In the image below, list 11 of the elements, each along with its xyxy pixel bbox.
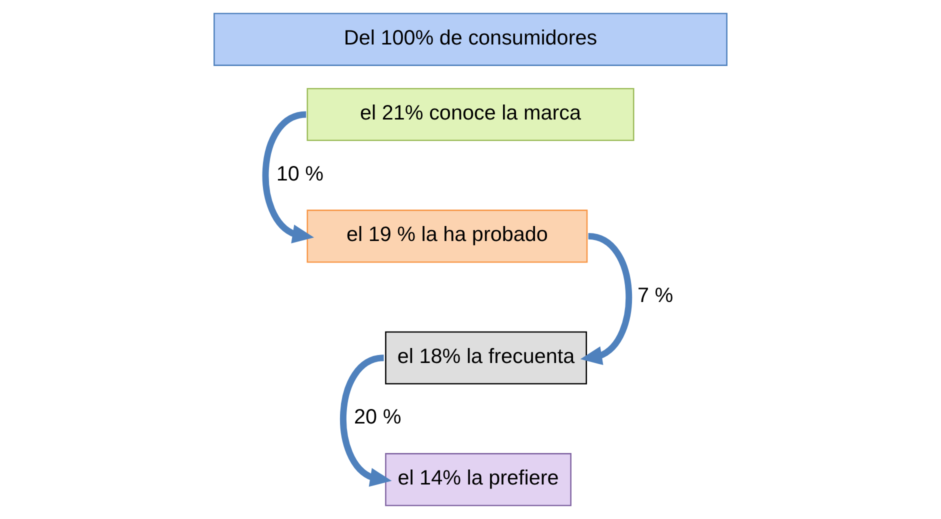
node-box: el 21% conoce la marca xyxy=(306,88,634,142)
edge-label: 7 % xyxy=(637,284,674,307)
node-box: Del 100% de consumidores xyxy=(214,12,728,66)
arrow xyxy=(262,111,314,244)
edge-label: 20 % xyxy=(354,406,402,429)
edge-label: 10 % xyxy=(276,162,324,186)
node-box: el 19 % la ha probado xyxy=(306,210,588,263)
node-box: el 18% la frecuenta xyxy=(385,331,588,384)
arrow xyxy=(580,233,632,366)
arrow xyxy=(340,354,392,487)
node-box: el 14% la prefiere xyxy=(385,453,572,506)
